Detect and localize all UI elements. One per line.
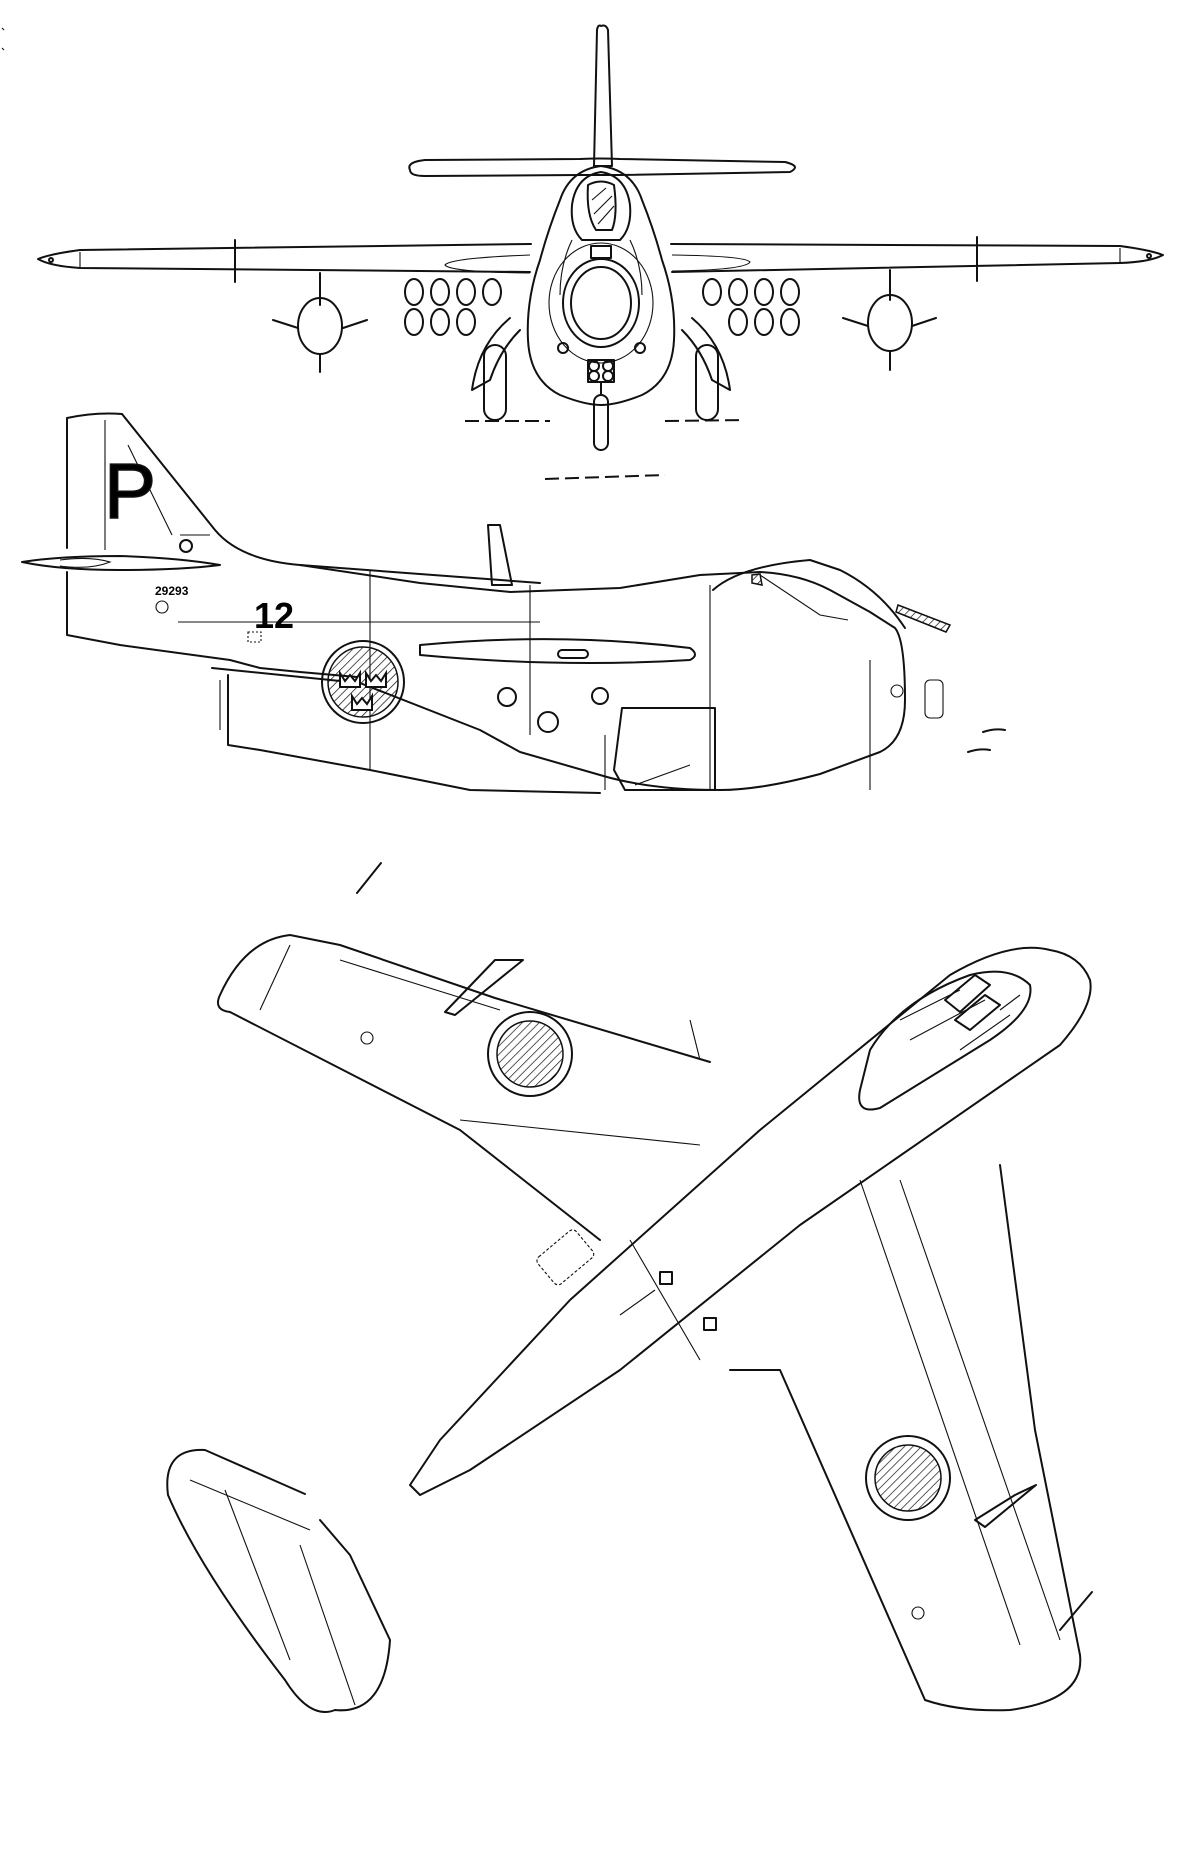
roundel-side — [321, 640, 405, 724]
serial-number: 29293 — [155, 584, 189, 598]
fuselage-number: 12 — [254, 595, 294, 636]
roundel-top-wing-right — [865, 1435, 951, 1521]
rocket-cluster-left — [404, 278, 502, 336]
tail-letter: P — [104, 447, 156, 535]
top-view — [166, 862, 1093, 1713]
roundel-top-wing-left — [487, 1011, 573, 1097]
side-view: P 29293 12 — [21, 412, 1006, 794]
registration-mark — [1, 27, 5, 51]
rocket-cluster-right — [702, 278, 800, 336]
front-view — [37, 24, 1164, 480]
